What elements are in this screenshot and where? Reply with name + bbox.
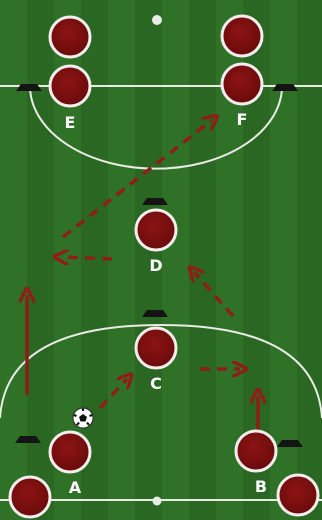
player-label-d: D bbox=[149, 256, 162, 275]
cone-icon bbox=[15, 436, 41, 443]
player-b bbox=[236, 431, 276, 471]
player-b-back bbox=[278, 475, 318, 515]
bottom-spot bbox=[153, 497, 162, 506]
player-a-back bbox=[10, 477, 50, 517]
player-label-a: A bbox=[69, 478, 82, 497]
cone-icon bbox=[277, 440, 303, 447]
player-f-back bbox=[222, 16, 262, 56]
player-e-back bbox=[50, 17, 90, 57]
soccer-ball-icon bbox=[73, 408, 93, 428]
arrows bbox=[27, 120, 258, 430]
arrow-a-to-c bbox=[100, 379, 127, 408]
player-label-e: E bbox=[65, 113, 76, 132]
player-f bbox=[222, 64, 262, 104]
cone-icon bbox=[142, 310, 168, 317]
players bbox=[10, 16, 318, 517]
player-label-f: F bbox=[237, 110, 248, 129]
arrow-to-d-area bbox=[194, 272, 233, 316]
top-spot bbox=[152, 15, 162, 25]
player-e bbox=[50, 66, 90, 106]
pitch-lines bbox=[0, 86, 322, 500]
player-label-b: B bbox=[255, 477, 267, 496]
cone-icon bbox=[142, 198, 168, 205]
player-c bbox=[136, 328, 176, 368]
player-d bbox=[136, 210, 176, 250]
player-label-c: C bbox=[150, 374, 162, 393]
player-a bbox=[50, 432, 90, 472]
arrow-d-left bbox=[61, 257, 112, 259]
